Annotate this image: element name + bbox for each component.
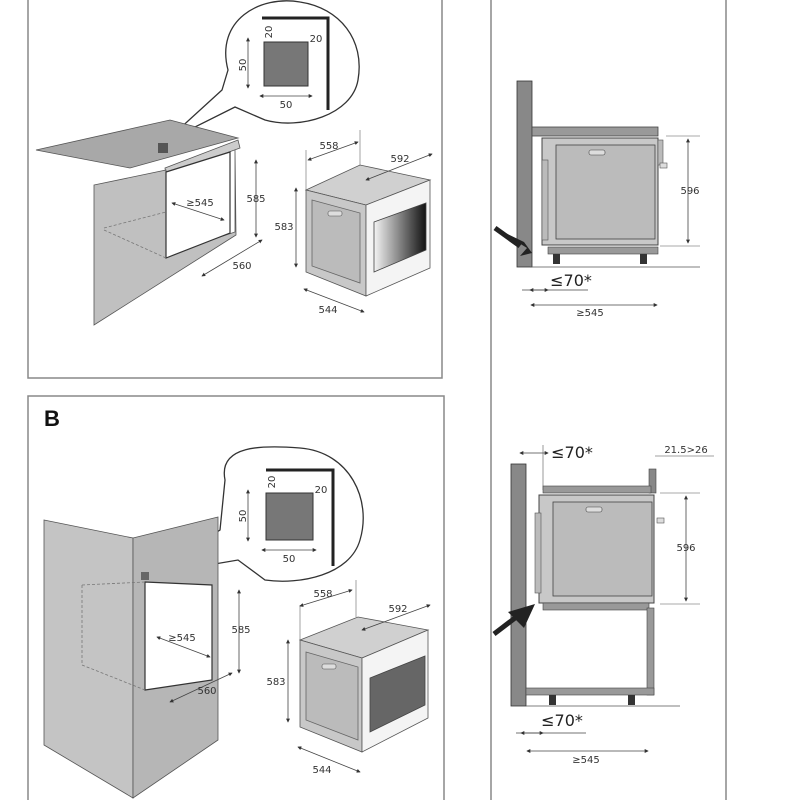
countertop: [531, 126, 659, 137]
side-view-tall-cabinet: ≤70* 21.5>26 596 ≤70*: [492, 443, 714, 766]
side-height-label: 596: [676, 543, 695, 554]
side-panel: [648, 468, 657, 494]
oven-body-depth-label: 544: [312, 765, 331, 776]
cutout-width-label: 560: [232, 261, 251, 272]
oven-width-label: 592: [388, 604, 407, 615]
oven-b: 558 592 583 544: [266, 580, 431, 776]
vent-marker: [158, 143, 168, 153]
detail-gap-top-label: 20: [264, 26, 275, 39]
wall: [510, 463, 527, 707]
oven-depth-label: 558: [313, 589, 332, 600]
detail-gap-top-label: 20: [267, 476, 278, 489]
arrow-icon: [495, 228, 532, 256]
side-gap-label: ≤70*: [550, 271, 592, 290]
panel-thickness-label: 21.5>26: [664, 445, 707, 456]
oven-a: 558 592 583 544: [274, 130, 433, 316]
detail-gap-side-label: 20: [315, 485, 328, 496]
side-gap-top-label: ≤70*: [551, 443, 593, 462]
side-height-label: 596: [680, 186, 699, 197]
oven-width-label: 592: [390, 154, 409, 165]
panel-b-label: B: [44, 406, 60, 431]
detail-height-label: 50: [238, 59, 249, 72]
detail-gap-side-label: 20: [310, 34, 323, 45]
vent-detail-callout-a: 50 50 20 20: [164, 0, 360, 143]
vent-opening: [263, 41, 309, 87]
side-view-panel: 596 ≤70* ≥545 ≤70* 21.5>26: [490, 0, 727, 800]
oven-depth-label: 558: [319, 141, 338, 152]
tall-cabinet: ≥545 585 560: [43, 516, 251, 799]
panel-b-frame: [27, 395, 445, 800]
arrow-icon: [492, 616, 517, 636]
oven-height-label: 583: [266, 677, 285, 688]
cabinet-under-counter: ≥545 585 560: [35, 119, 266, 326]
cutout-depth-label: ≥545: [168, 633, 195, 644]
panel-a-frame: [27, 0, 443, 379]
oven-height-label: 583: [274, 222, 293, 233]
side-gap-bottom-label: ≤70*: [541, 711, 583, 730]
side-depth-label: ≥545: [572, 755, 599, 766]
side-view-under-counter: 596 ≤70* ≥545: [493, 80, 700, 319]
cutout-height-label: 585: [231, 625, 250, 636]
oven-body-depth-label: 544: [318, 305, 337, 316]
detail-width-label: 50: [283, 554, 296, 565]
wall: [516, 80, 533, 268]
panel-a: 50 50 20 20 ≥545 585 560: [27, 0, 443, 379]
cutout-height-label: 585: [246, 194, 265, 205]
detail-height-label: 50: [238, 510, 249, 523]
side-depth-label: ≥545: [576, 308, 603, 319]
panel-b: B 50 50 20 20 ≥545 585 560: [27, 395, 445, 800]
cutout-depth-label: ≥545: [186, 198, 213, 209]
cutout-width-label: 560: [197, 686, 216, 697]
detail-width-label: 50: [280, 100, 293, 111]
